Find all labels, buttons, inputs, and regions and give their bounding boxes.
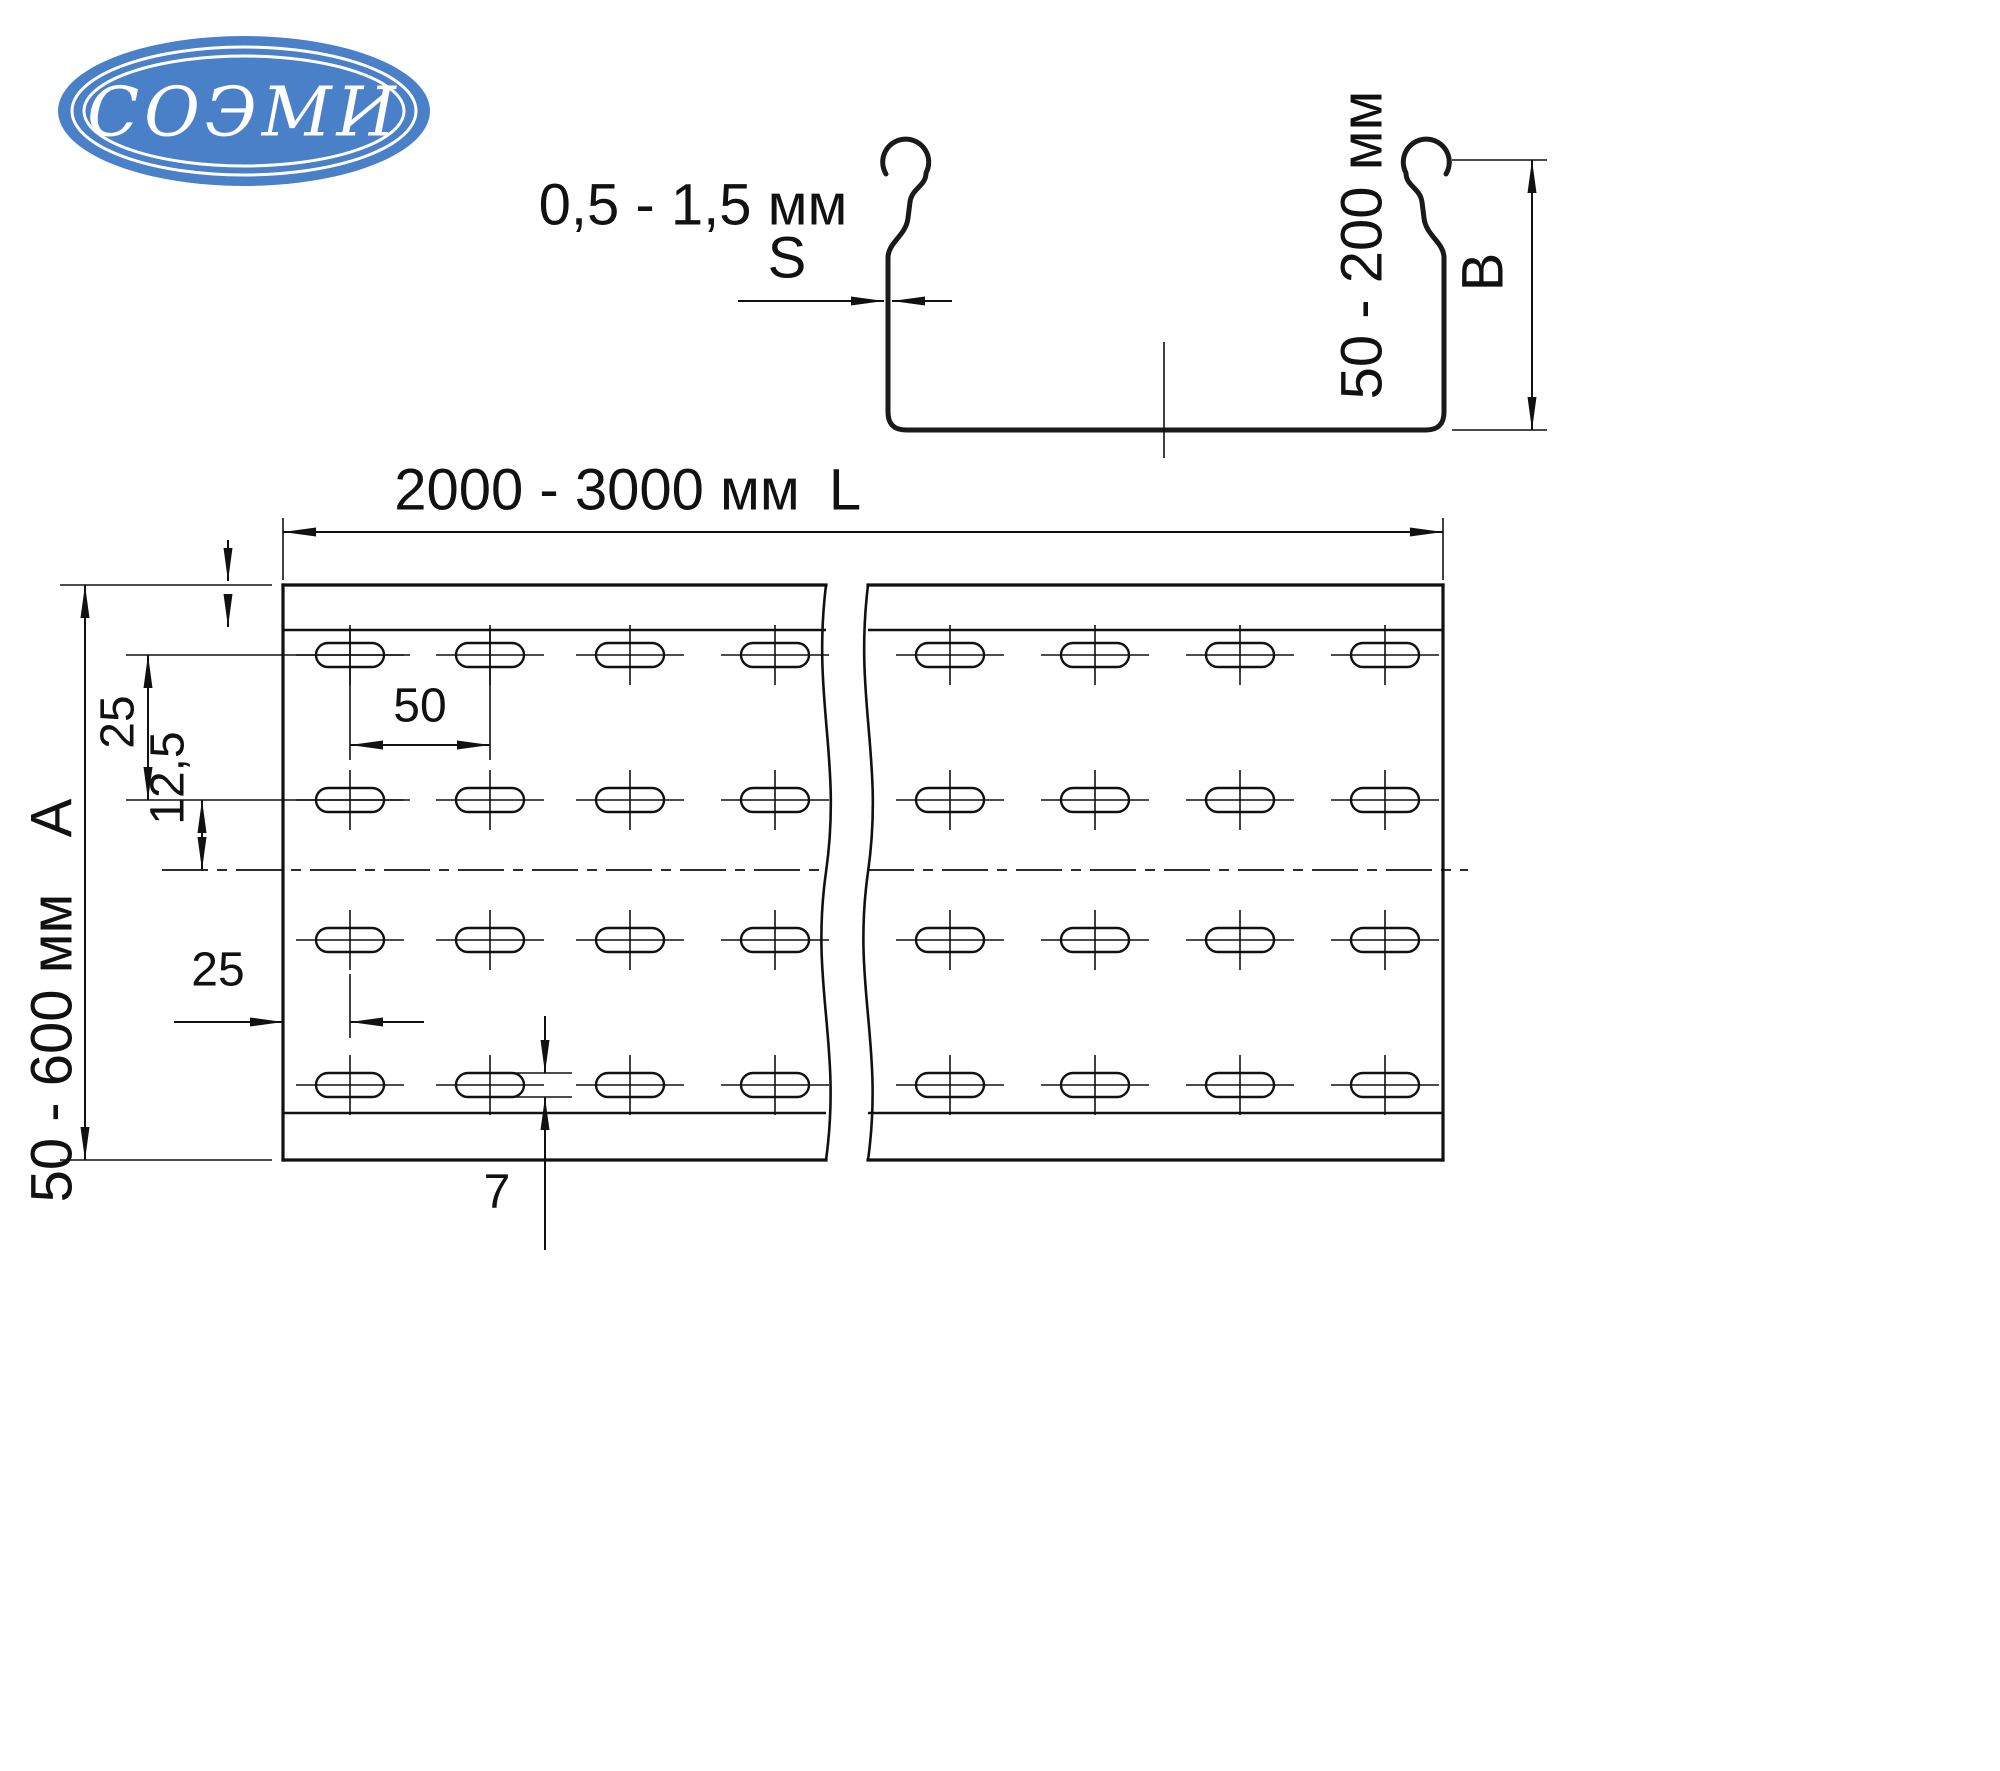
break-line-right bbox=[862, 584, 875, 1161]
half-pitch-label: 12,5 bbox=[142, 731, 195, 824]
logo: СОЭМИ bbox=[58, 36, 430, 186]
slot-height-label: 7 bbox=[484, 1166, 511, 1219]
thickness-symbol-label: S bbox=[768, 226, 807, 291]
thickness-value-label: 0,5 - 1,5 мм bbox=[539, 173, 848, 238]
logo-ellipse bbox=[58, 36, 430, 186]
logo-text: СОЭМИ bbox=[87, 74, 401, 153]
length-value-label: 2000 - 3000 мм bbox=[394, 458, 799, 523]
channel-profile-outline bbox=[880, 136, 1452, 433]
logo-ring-outer bbox=[70, 45, 418, 177]
length-symbol-label: L bbox=[829, 458, 861, 523]
col-pitch-label: 50 bbox=[393, 680, 446, 733]
break-line-left bbox=[820, 584, 833, 1161]
section-view: 0,5 - 1,5 мм S 50 - 200 мм B bbox=[539, 91, 1547, 458]
height-symbol-label: B bbox=[1451, 253, 1516, 292]
row-pitch-label: 25 bbox=[92, 695, 145, 748]
width-symbol-label: А bbox=[20, 798, 85, 837]
height-value-label: 50 - 200 мм bbox=[1330, 91, 1395, 400]
width-value-label: 50 - 600 мм bbox=[20, 894, 85, 1203]
plan-view: 2000 - 3000 мм L 50 - 600 мм А bbox=[20, 458, 1468, 1250]
logo-ring-inner bbox=[82, 54, 406, 168]
edge-offset-label: 25 bbox=[191, 944, 244, 997]
